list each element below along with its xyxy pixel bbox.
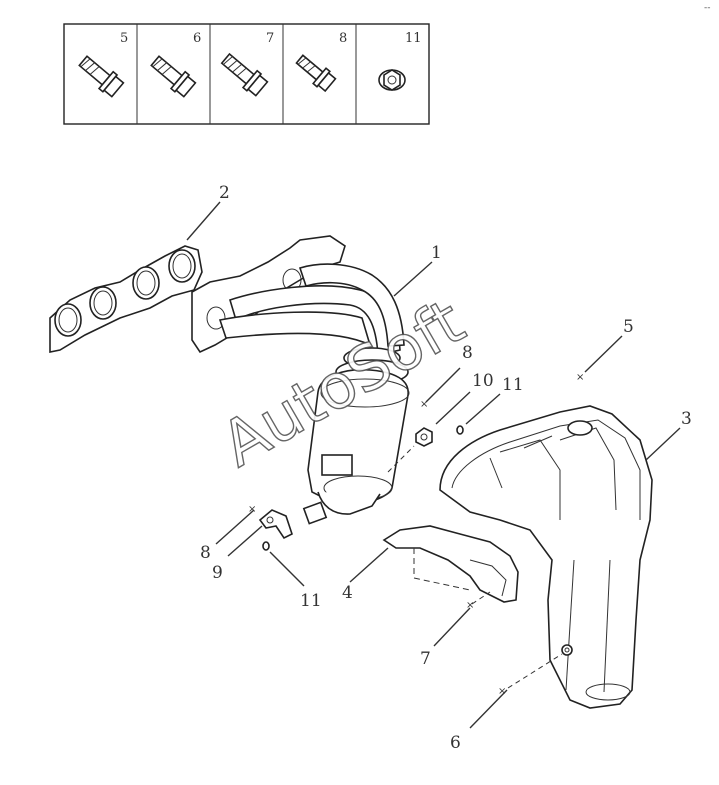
bolt-5-icon [78,55,125,98]
bolt-7-icon [220,52,269,97]
callout-4: 4 [342,583,353,603]
nut-11-icon [378,69,406,91]
svg-text:×: × [466,600,474,611]
callout-10: 10 [472,371,494,391]
corner-mark: -- [704,3,711,13]
fastener-box: 5 6 7 8 11 [63,23,430,125]
bolt-8-icon [295,54,337,93]
svg-text:×: × [248,504,256,515]
washer-11-lower [262,541,270,551]
fastener-label-5: 5 [120,31,128,46]
callout-11-lower: 11 [300,591,322,611]
fastener-label-7: 7 [266,31,274,46]
callout-2: 2 [219,183,230,203]
exhaust-manifold-catalyst [191,235,410,525]
lower-heat-shield [382,525,519,603]
svg-text:×: × [498,686,506,697]
callout-8-lower: 8 [200,543,211,563]
washer-11-upper [456,425,464,435]
callout-9: 9 [212,563,223,583]
callout-5: 5 [623,317,634,337]
nut-10 [415,427,433,447]
upper-heat-shield [439,405,653,709]
callout-6: 6 [450,733,461,753]
bolt-6-icon [150,55,197,98]
callout-11-upper: 11 [502,375,524,395]
svg-text:×: × [420,399,428,410]
callout-8-upper: 8 [462,343,473,363]
manifold-gasket [49,245,203,353]
fastener-label-6: 6 [193,31,201,46]
callout-3: 3 [681,409,692,429]
fastener-label-8: 8 [339,31,347,46]
callout-1: 1 [431,243,442,263]
bracket-9 [258,509,293,540]
leader-lines: × × × × × [186,201,681,729]
fastener-label-11: 11 [405,31,422,46]
callout-7: 7 [420,649,431,669]
svg-text:×: × [576,372,584,383]
